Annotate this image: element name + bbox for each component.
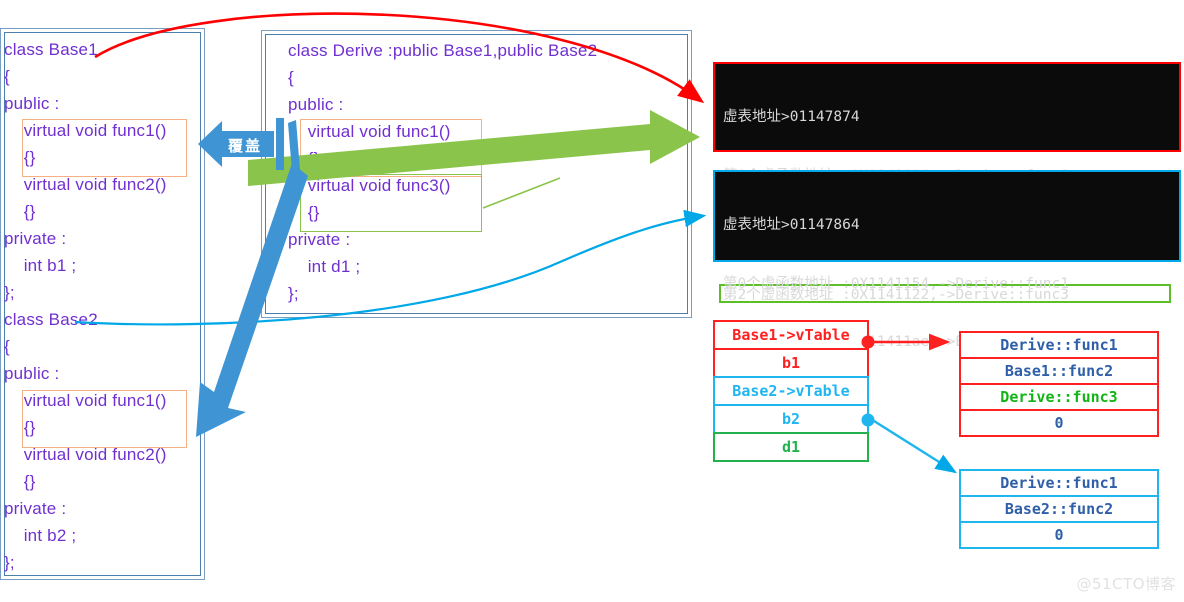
console-base1-vtable: 虚表地址>01147874 第0个虚函数地址 :0X1141104,->Deri… <box>713 62 1181 303</box>
derive-func3-highlight <box>300 174 482 232</box>
layout-cell-b1: b1 <box>713 348 869 378</box>
layout-cell-d1: d1 <box>713 432 869 462</box>
base2-func1-highlight <box>22 390 187 448</box>
derive-func1-highlight <box>300 119 482 177</box>
base1-vtable-entry-0: Derive::func1 <box>959 331 1159 359</box>
layout-cell-base2-vtable: Base2->vTable <box>713 376 869 406</box>
base2-vtable-entry-1: Base2::func2 <box>959 495 1159 523</box>
base1-vtable-entry-1: Base1::func2 <box>959 357 1159 385</box>
console-base2-vtable: 虚表地址>01147864 第0个虚函数地址 :0X1141154,->Deri… <box>713 170 1181 350</box>
base2-vtable-table: Derive::func1 Base2::func2 0 <box>959 469 1159 549</box>
console-base1-row-2-highlighted: 第2个虚函数地址 :0X1141122,->Derive::func3 <box>719 283 1171 303</box>
base-classes-code-text: class Base1 { public : virtual void func… <box>4 40 167 572</box>
layout-cell-base1-vtable: Base1->vTable <box>713 320 869 350</box>
base2-vtable-entry-2: 0 <box>959 521 1159 549</box>
console-base2-row-0: 第0个虚函数地址 :0X1141154,->Derive::func1 <box>723 275 1069 292</box>
base2-vtable-entry-0: Derive::func1 <box>959 469 1159 497</box>
base1-vtable-table: Derive::func1 Base1::func2 Derive::func3… <box>959 331 1159 437</box>
base1-func1-highlight <box>22 119 187 177</box>
override-label-horizontal: 覆盖 <box>228 137 263 155</box>
arrow-base2-vtable-link <box>873 419 958 474</box>
base1-vtable-entry-3: 0 <box>959 409 1159 437</box>
watermark: @51CTO博客 <box>1076 575 1176 593</box>
console-base1-title: 虚表地址>01147874 <box>723 109 860 125</box>
layout-cell-b2: b2 <box>713 404 869 434</box>
console-base2-title: 虚表地址>01147864 <box>723 217 860 233</box>
base1-vtable-entry-2: Derive::func3 <box>959 383 1159 411</box>
derive-object-memory-layout: Base1->vTable b1 Base2->vTable b2 d1 <box>713 320 869 462</box>
override-label-diagonal: 覆盖 <box>222 247 253 286</box>
